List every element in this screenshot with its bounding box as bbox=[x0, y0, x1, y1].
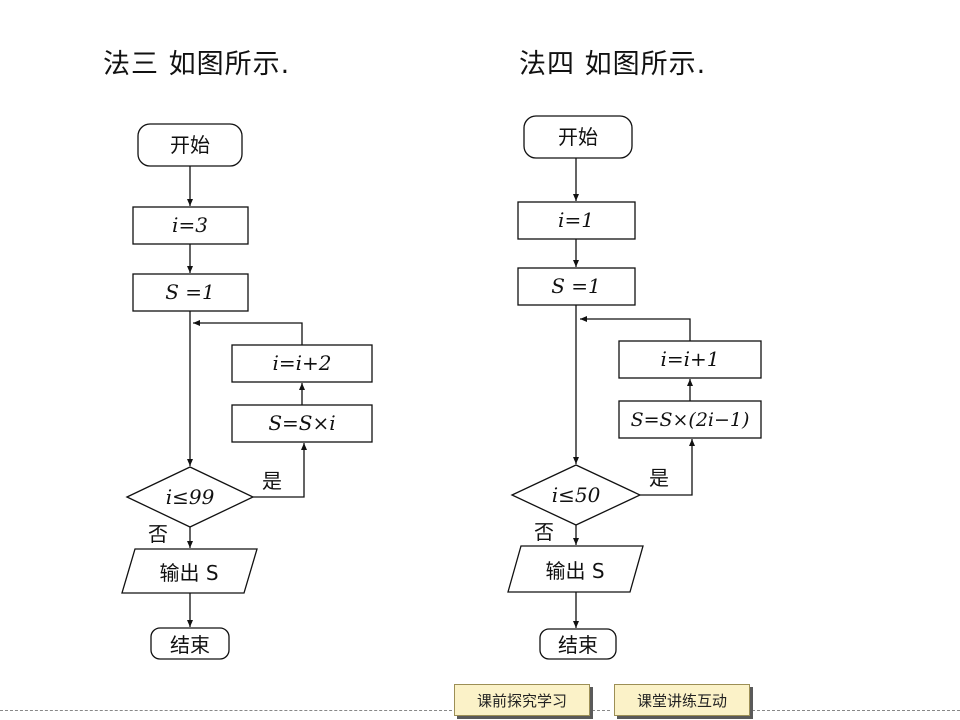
update-i-label: i=i+1 bbox=[660, 347, 719, 371]
arrow-loop-back bbox=[580, 316, 691, 341]
output-parallelogram bbox=[121, 548, 258, 594]
output-label: 输出 S bbox=[545, 559, 604, 583]
footer-divider-left bbox=[0, 710, 452, 711]
update-s-label: S=S×(2i−1) bbox=[631, 409, 750, 431]
condition-label: i≤50 bbox=[552, 483, 601, 507]
start-label: 开始 bbox=[170, 133, 210, 157]
end-terminal bbox=[539, 628, 617, 660]
no-label: 否 bbox=[148, 522, 168, 546]
flowchart-right-labels: 开始 i=1 S =1 i=i+1 S=S×(2i−1) i≤50 是 否 输出… bbox=[534, 125, 749, 657]
init-i-label: i=1 bbox=[558, 208, 594, 232]
start-terminal bbox=[523, 115, 633, 159]
condition-label: i≤99 bbox=[166, 485, 215, 509]
method-three-heading: 法三 如图所示. bbox=[103, 49, 291, 80]
init-s-label: S =1 bbox=[551, 274, 601, 298]
footer-divider-middle bbox=[592, 710, 610, 711]
yes-label: 是 bbox=[262, 469, 282, 493]
update-i-label: i=i+2 bbox=[272, 351, 331, 375]
flowchart-right bbox=[507, 115, 762, 660]
method-four-heading: 法四 如图所示. bbox=[519, 49, 707, 80]
end-label: 结束 bbox=[558, 633, 598, 657]
end-terminal bbox=[150, 627, 230, 660]
arrow-loop-back bbox=[193, 320, 303, 345]
flowchart-left bbox=[121, 123, 373, 660]
init-s-label: S =1 bbox=[165, 280, 215, 304]
flowchart-left-labels: 开始 i=3 S =1 i=i+2 S=S×i i≤99 是 否 输出 S 结束 bbox=[148, 133, 336, 657]
footer-divider-right bbox=[752, 710, 960, 711]
init-i-label: i=3 bbox=[172, 213, 208, 237]
end-label: 结束 bbox=[170, 633, 210, 657]
start-label: 开始 bbox=[558, 125, 598, 149]
nav-class-practice-button[interactable]: 课堂讲练互动 bbox=[614, 684, 750, 716]
output-parallelogram bbox=[507, 545, 644, 593]
arrow-yes-branch bbox=[253, 443, 307, 498]
arrow-yes-branch bbox=[640, 439, 695, 496]
yes-label: 是 bbox=[649, 466, 669, 490]
no-label: 否 bbox=[534, 520, 554, 544]
nav-pre-class-study-button[interactable]: 课前探究学习 bbox=[454, 684, 590, 716]
update-s-label: S=S×i bbox=[268, 411, 335, 435]
output-label: 输出 S bbox=[159, 561, 218, 585]
